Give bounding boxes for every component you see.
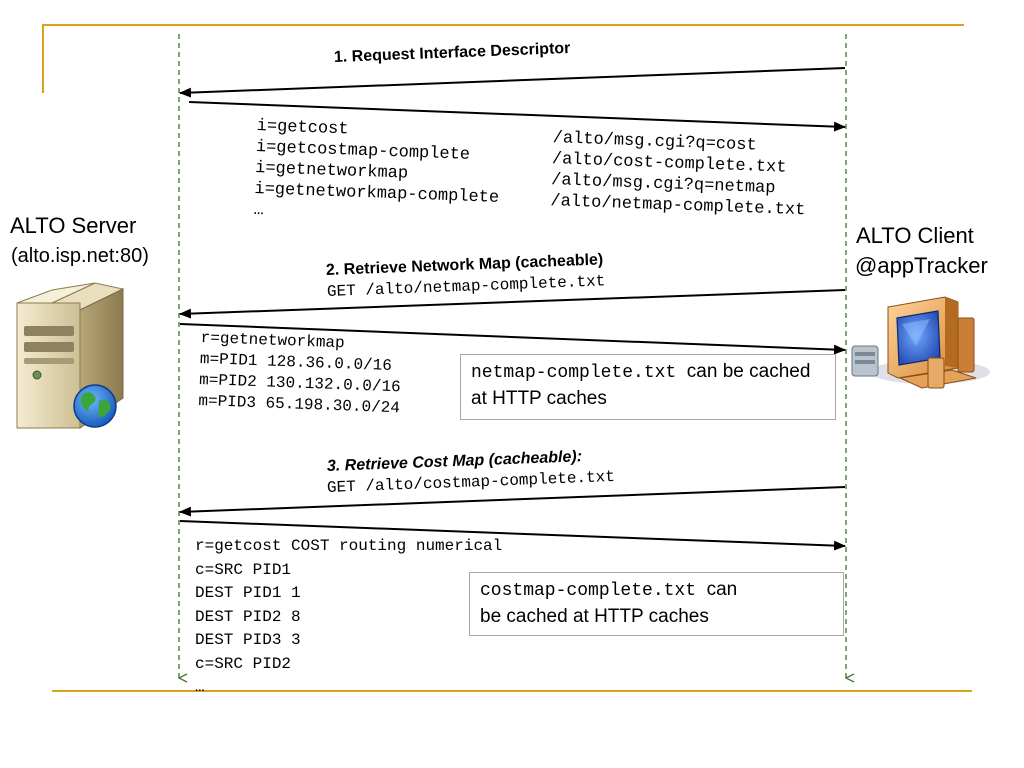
step1-request-params: i=getcost i=getcostmap-complete i=getnet… (253, 117, 502, 232)
response-line: c=SRC PID2 (195, 654, 292, 673)
costmap-cache-note: costmap-complete.txt can be cached at HT… (469, 572, 844, 636)
response-line: DEST PID3 3 (195, 631, 301, 649)
server-title: ALTO Server (10, 213, 137, 238)
step2-response-arrow (179, 323, 846, 355)
response-line: r=getcost COST routing numerical (195, 537, 503, 555)
note-filename: costmap-complete.txt (480, 581, 697, 601)
step3-response-body: r=getcost COST routing numerical c=SRC P… (195, 537, 503, 696)
drive-bay (24, 326, 74, 336)
desktop-computer-icon (851, 296, 990, 389)
step1-response-arrow (188, 101, 846, 132)
step2-response-body: r=getnetworkmap m=PID1 128.36.0.0/16 m=P… (198, 329, 403, 421)
slide-frame (42, 24, 972, 692)
netmap-cache-note: netmap-complete.txt can be cached at HTT… (460, 354, 836, 420)
response-line: … (195, 678, 205, 696)
step3-response-arrow (179, 520, 846, 551)
drive-bay (24, 342, 74, 352)
note-text: can be cached at HTTP caches (471, 361, 811, 409)
step1-uri-list: /alto/msg.cgi?q=cost /alto/cost-complete… (550, 129, 808, 223)
response-line: DEST PID2 8 (195, 607, 301, 626)
step3-request-arrow (179, 486, 846, 517)
step1-request-arrow (179, 67, 846, 98)
response-line: c=SRC PID1 (195, 560, 292, 579)
response-line: DEST PID1 1 (195, 584, 301, 602)
note-filename: netmap-complete.txt (471, 363, 677, 383)
note-text: can (706, 579, 738, 600)
server-host: (alto.isp.net:80) (11, 245, 149, 267)
server-tower-globe-icon (16, 282, 125, 429)
client-label-line2: @appTracker (855, 253, 988, 278)
note-text-line2: be cached at HTTP caches (480, 606, 709, 627)
speaker (957, 317, 975, 373)
client-label-line1: ALTO Client (856, 223, 974, 248)
step2-request-arrow (179, 289, 846, 319)
